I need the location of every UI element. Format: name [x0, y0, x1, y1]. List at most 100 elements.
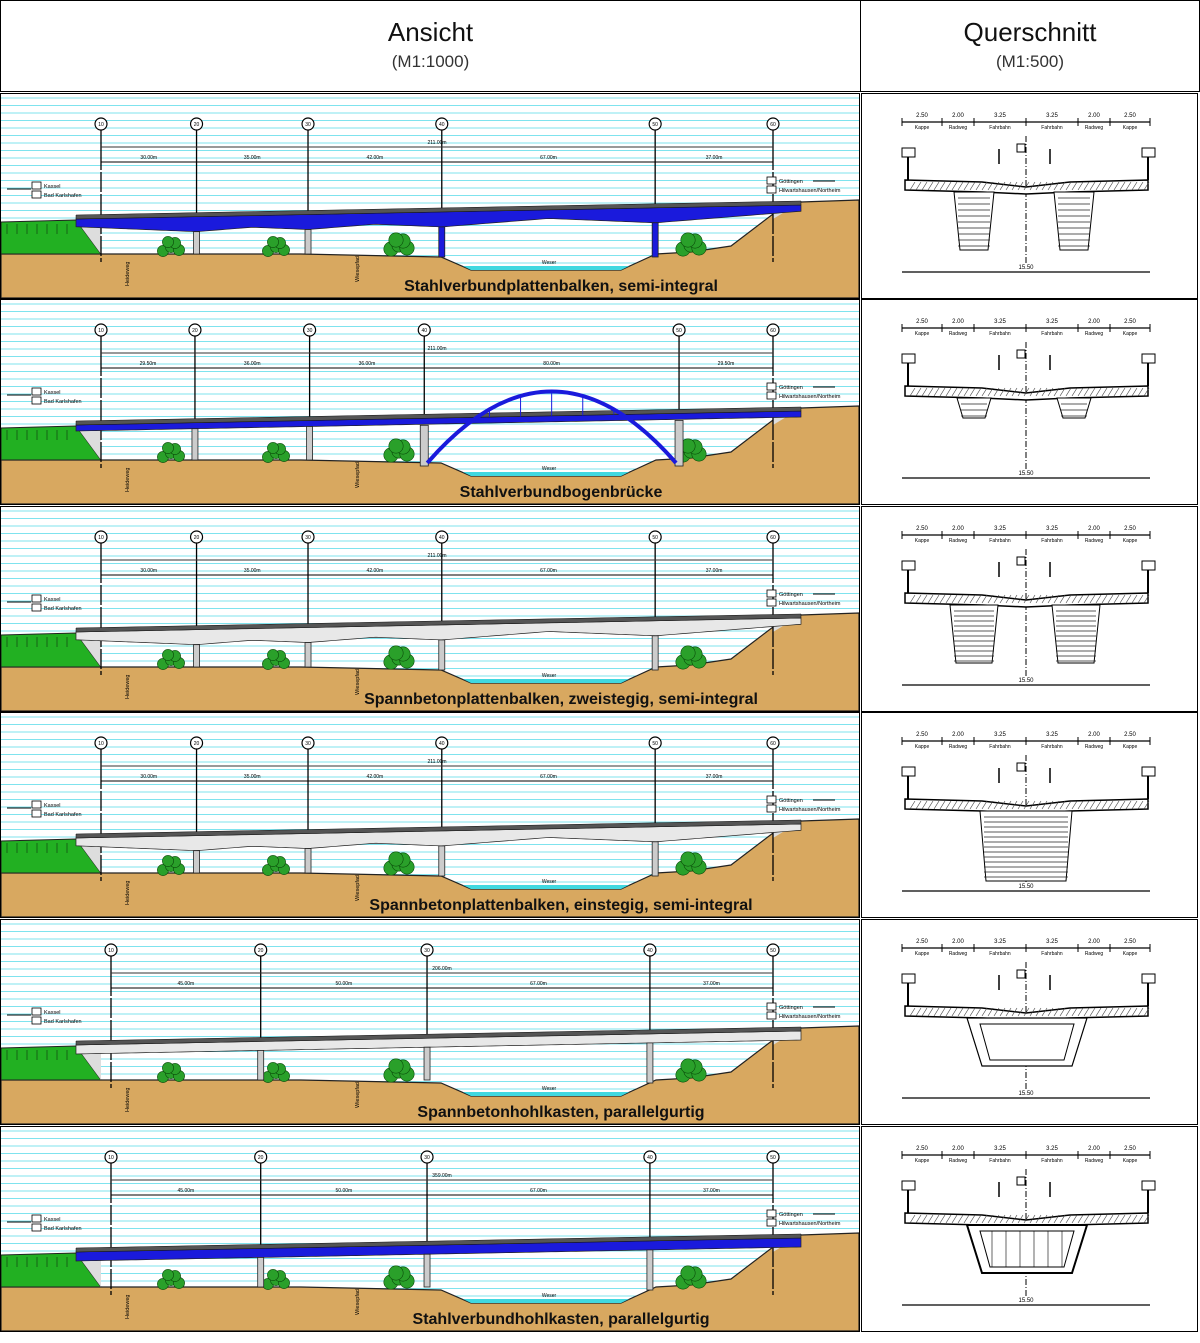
shrub-blob [162, 1062, 174, 1074]
axis-label: 50 [770, 1155, 776, 1161]
sign-destination: Kassel [44, 597, 61, 603]
slab-hatch [1131, 387, 1138, 397]
axis-marker [766, 530, 780, 544]
slab-hatch [1089, 387, 1096, 397]
segment-name: Radweg [949, 538, 968, 544]
segment-width: 3.25 [1046, 732, 1058, 738]
span-label: 36.00m [359, 361, 376, 367]
signal-box [1141, 1180, 1156, 1191]
sign-destination: Hilwartshausen/Northeim [779, 188, 841, 194]
slab-hatch [1107, 800, 1114, 810]
span-label: 42.00m [367, 155, 384, 161]
slab-hatch [1113, 1007, 1120, 1017]
cross-section-drawing: 2.50Kappe2.00Radweg3.25Fahrbahn3.25Fahrb… [901, 939, 1156, 1099]
slab-hatch [1137, 800, 1144, 810]
axis-label: 30 [305, 535, 311, 541]
shrub-blob [267, 236, 279, 248]
slab-hatch [999, 181, 1006, 191]
span-label: 30.00m [140, 568, 157, 574]
abutment-left [76, 1253, 101, 1287]
slab-hatch [1035, 800, 1042, 810]
axis-label: 30 [307, 328, 313, 334]
variant-title: Stahlverbundbogenbrücke [460, 484, 663, 501]
bridge-pier [257, 1050, 265, 1081]
road-sign [31, 603, 42, 612]
slab-hatch [1053, 181, 1060, 191]
total-width-label: 15.50 [1018, 678, 1034, 684]
segment-width: 2.00 [1088, 939, 1100, 945]
segment-name: Fahrbahn [989, 331, 1011, 337]
span-label: 80.00m [543, 361, 560, 367]
slab-hatch [1029, 181, 1036, 191]
segment-width: 3.25 [994, 319, 1006, 325]
slab-hatch [1131, 800, 1138, 810]
axis-marker [766, 736, 780, 750]
slab-hatch [927, 800, 934, 810]
abutment-left [76, 220, 101, 254]
slab-hatch [963, 1214, 970, 1224]
shrub [383, 1058, 415, 1083]
slab-hatch [1047, 387, 1054, 397]
sign-destination: Bad Karlshafen [44, 812, 82, 818]
axis-label: 60 [770, 535, 776, 541]
variant-title: Spannbetonhohlkasten, parallelgurtig [417, 1104, 704, 1121]
axis-marker [672, 323, 686, 337]
slab-hatch [1077, 181, 1084, 191]
shrub [675, 438, 707, 463]
slab-hatch [981, 800, 988, 810]
slab-hatch [945, 594, 952, 604]
slab-hatch [1089, 1007, 1096, 1017]
segment-width: 3.25 [994, 113, 1006, 119]
shrub-blob [388, 645, 404, 661]
slab-hatch [1047, 181, 1054, 191]
slab-hatch [1107, 1214, 1114, 1224]
total-width-label: 15.50 [1018, 265, 1034, 271]
bridge-pier [651, 222, 659, 258]
segment-width: 3.25 [1046, 939, 1058, 945]
road-sign [31, 1214, 42, 1223]
slab-hatch [999, 387, 1006, 397]
axis-marker [104, 943, 118, 957]
slab-hatch [1053, 387, 1060, 397]
span-label: 67.00m [540, 774, 557, 780]
slab-hatch [1071, 1007, 1078, 1017]
road-sign [766, 598, 777, 607]
slab-hatch [957, 1214, 964, 1224]
slab-hatch [951, 1007, 958, 1017]
slab-hatch [945, 1214, 952, 1224]
axis-marker [766, 117, 780, 131]
slab-hatch [1125, 800, 1132, 810]
slab-hatch [987, 800, 994, 810]
slab-hatch [933, 387, 940, 397]
slab-hatch [945, 181, 952, 191]
slab-hatch [1029, 1007, 1036, 1017]
slab-hatch [1083, 1007, 1090, 1017]
span-label: 50.00m [336, 1188, 353, 1194]
slab-hatch [1071, 1214, 1078, 1224]
road-sign [31, 809, 42, 818]
segment-width: 2.00 [952, 939, 964, 945]
slab-hatch [921, 1214, 928, 1224]
road-label: Heideweg [125, 675, 131, 699]
axis-label: 50 [770, 948, 776, 954]
sign-destination: Kassel [44, 390, 61, 396]
slab-hatch [1101, 1007, 1108, 1017]
slab-hatch [987, 1007, 994, 1017]
slab-hatch [1065, 1214, 1072, 1224]
bridge-pier [674, 419, 684, 467]
slab-hatch [1059, 1007, 1066, 1017]
slab-hatch [987, 181, 994, 191]
shrub [675, 1265, 707, 1290]
slab-hatch [1083, 800, 1090, 810]
slab-hatch [1089, 181, 1096, 191]
river-water [463, 1299, 629, 1303]
river-water [463, 266, 629, 270]
slab-hatch [1017, 1214, 1024, 1224]
axis-marker [254, 1150, 268, 1164]
